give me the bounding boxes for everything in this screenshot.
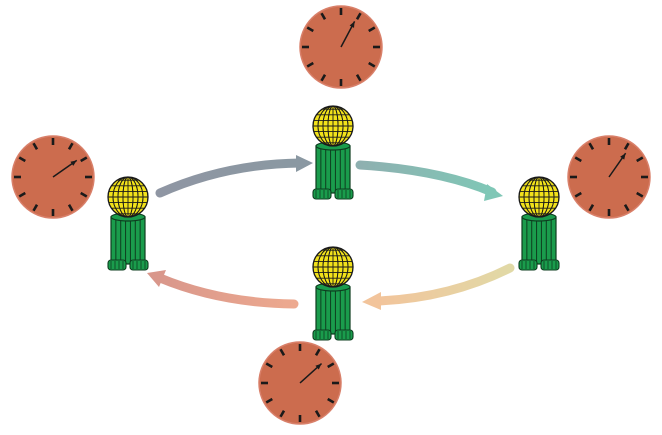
clock-tick bbox=[80, 191, 88, 198]
node-figure-icon bbox=[107, 176, 149, 271]
globe-icon bbox=[312, 246, 354, 288]
globe-icon bbox=[518, 176, 560, 218]
node-figure-icon bbox=[518, 176, 560, 271]
clock-tick bbox=[320, 74, 327, 82]
clock-tick bbox=[327, 397, 335, 404]
clock-tick bbox=[279, 348, 286, 356]
clock-tick bbox=[623, 204, 630, 212]
clock-tick bbox=[32, 204, 39, 212]
clock-tick bbox=[18, 191, 26, 198]
clock-icon bbox=[258, 341, 342, 425]
clock-tick bbox=[18, 156, 26, 163]
clock-tick bbox=[327, 362, 335, 369]
node-body bbox=[521, 212, 557, 265]
clock-tick bbox=[574, 156, 582, 163]
clock-tick bbox=[588, 204, 595, 212]
clock-tick bbox=[355, 12, 362, 20]
node-body bbox=[315, 141, 351, 194]
clock-hand-tip bbox=[315, 363, 322, 370]
node-feet bbox=[312, 188, 354, 200]
clock-hand-tip bbox=[70, 160, 77, 166]
clock-icon bbox=[567, 135, 651, 219]
clock-tick bbox=[320, 12, 327, 20]
node-feet bbox=[107, 259, 149, 271]
arrow-top-left bbox=[155, 155, 313, 198]
globe-icon bbox=[312, 105, 354, 147]
node-body bbox=[110, 212, 146, 265]
clock-tick bbox=[355, 74, 362, 82]
clock-tick bbox=[265, 397, 273, 404]
clock-tick bbox=[265, 362, 273, 369]
node-figure-icon bbox=[312, 246, 354, 341]
clock-tick bbox=[368, 61, 376, 68]
clock-icon bbox=[299, 5, 383, 89]
node-figure-icon bbox=[312, 105, 354, 200]
clock-tick bbox=[279, 410, 286, 418]
clock-tick bbox=[306, 26, 314, 33]
arrow-bottom-left bbox=[147, 270, 299, 309]
clock-tick bbox=[636, 191, 644, 198]
clock-icon bbox=[11, 135, 95, 219]
clock-tick bbox=[314, 348, 321, 356]
globe-icon bbox=[107, 176, 149, 218]
clock-hand-tip bbox=[620, 153, 626, 160]
clock-tick bbox=[636, 156, 644, 163]
clock-tick bbox=[67, 142, 74, 150]
clock-tick bbox=[67, 204, 74, 212]
node-feet bbox=[312, 329, 354, 341]
clock-tick bbox=[574, 191, 582, 198]
arrow-bottom-right bbox=[362, 263, 515, 310]
node-feet bbox=[518, 259, 560, 271]
node-body bbox=[315, 282, 351, 335]
clock-tick bbox=[588, 142, 595, 150]
clock-tick bbox=[80, 156, 88, 163]
clock-tick bbox=[623, 142, 630, 150]
clock-tick bbox=[32, 142, 39, 150]
arrow-top-right bbox=[355, 160, 503, 201]
clock-tick bbox=[368, 26, 376, 33]
clock-tick bbox=[314, 410, 321, 418]
clock-hand-tip bbox=[349, 21, 355, 28]
clock-tick bbox=[306, 61, 314, 68]
